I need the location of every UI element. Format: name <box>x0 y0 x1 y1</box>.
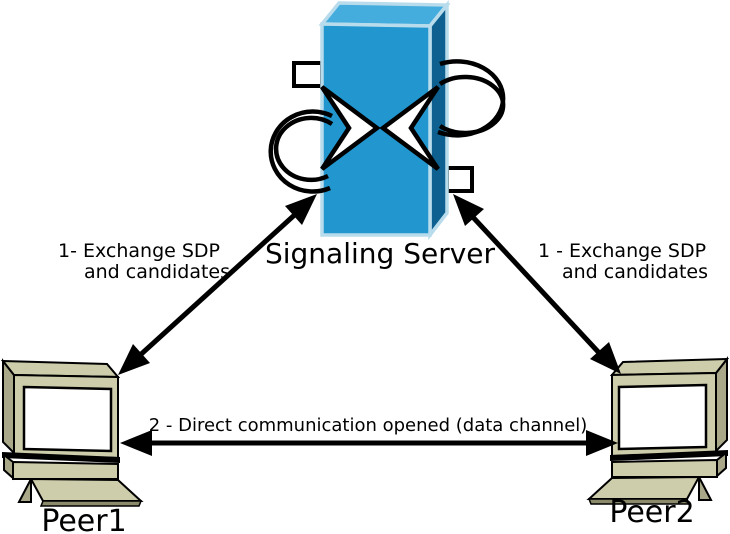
ribbon-loop-right-inner <box>438 74 506 136</box>
ribbon-loop-left-inner <box>273 115 334 183</box>
peer2-computer-icon <box>587 357 730 506</box>
white-arrow-right-pointing-icon <box>320 85 381 171</box>
sdp-arrow-right <box>453 194 621 374</box>
ribbon-tab-right <box>445 166 474 193</box>
sdp-arrow-right-head-top <box>453 194 484 226</box>
peer1-computer-icon <box>0 359 143 508</box>
server-label: Signaling Server <box>265 237 496 270</box>
server-box-top-face <box>318 1 451 28</box>
data-channel-arrow-head-right <box>586 430 618 456</box>
sdp-arrow-left-shaft <box>136 208 302 359</box>
white-arrow-left-pointing-icon <box>379 85 440 171</box>
sdp-right-label-line2: and candidates <box>562 261 708 283</box>
data-channel-arrow-head-left <box>120 430 152 456</box>
server-box-side-face <box>428 0 449 241</box>
sdp-arrow-left <box>118 194 317 375</box>
peer1-label: Peer1 <box>41 504 126 534</box>
peer2-label: Peer2 <box>609 495 694 530</box>
data-channel-label: 2 - Direct communication opened (data ch… <box>149 415 588 436</box>
sdp-left-label-line1: 1- Exchange SDP <box>58 240 220 262</box>
sdp-left-label-line2: and candidates <box>84 261 230 283</box>
signaling-server-icon <box>268 0 506 241</box>
sdp-right-label-line1: 1 - Exchange SDP <box>538 240 706 262</box>
ribbon-tab-left <box>292 61 324 88</box>
sdp-arrow-right-head-bottom <box>590 342 621 374</box>
sdp-arrow-left-head-bottom <box>118 344 150 375</box>
sdp-arrow-left-head-top <box>285 194 317 225</box>
sdp-arrow-right-shaft <box>468 212 604 358</box>
ribbon-loop-left-outer <box>268 109 333 194</box>
data-channel-arrow <box>120 430 618 456</box>
